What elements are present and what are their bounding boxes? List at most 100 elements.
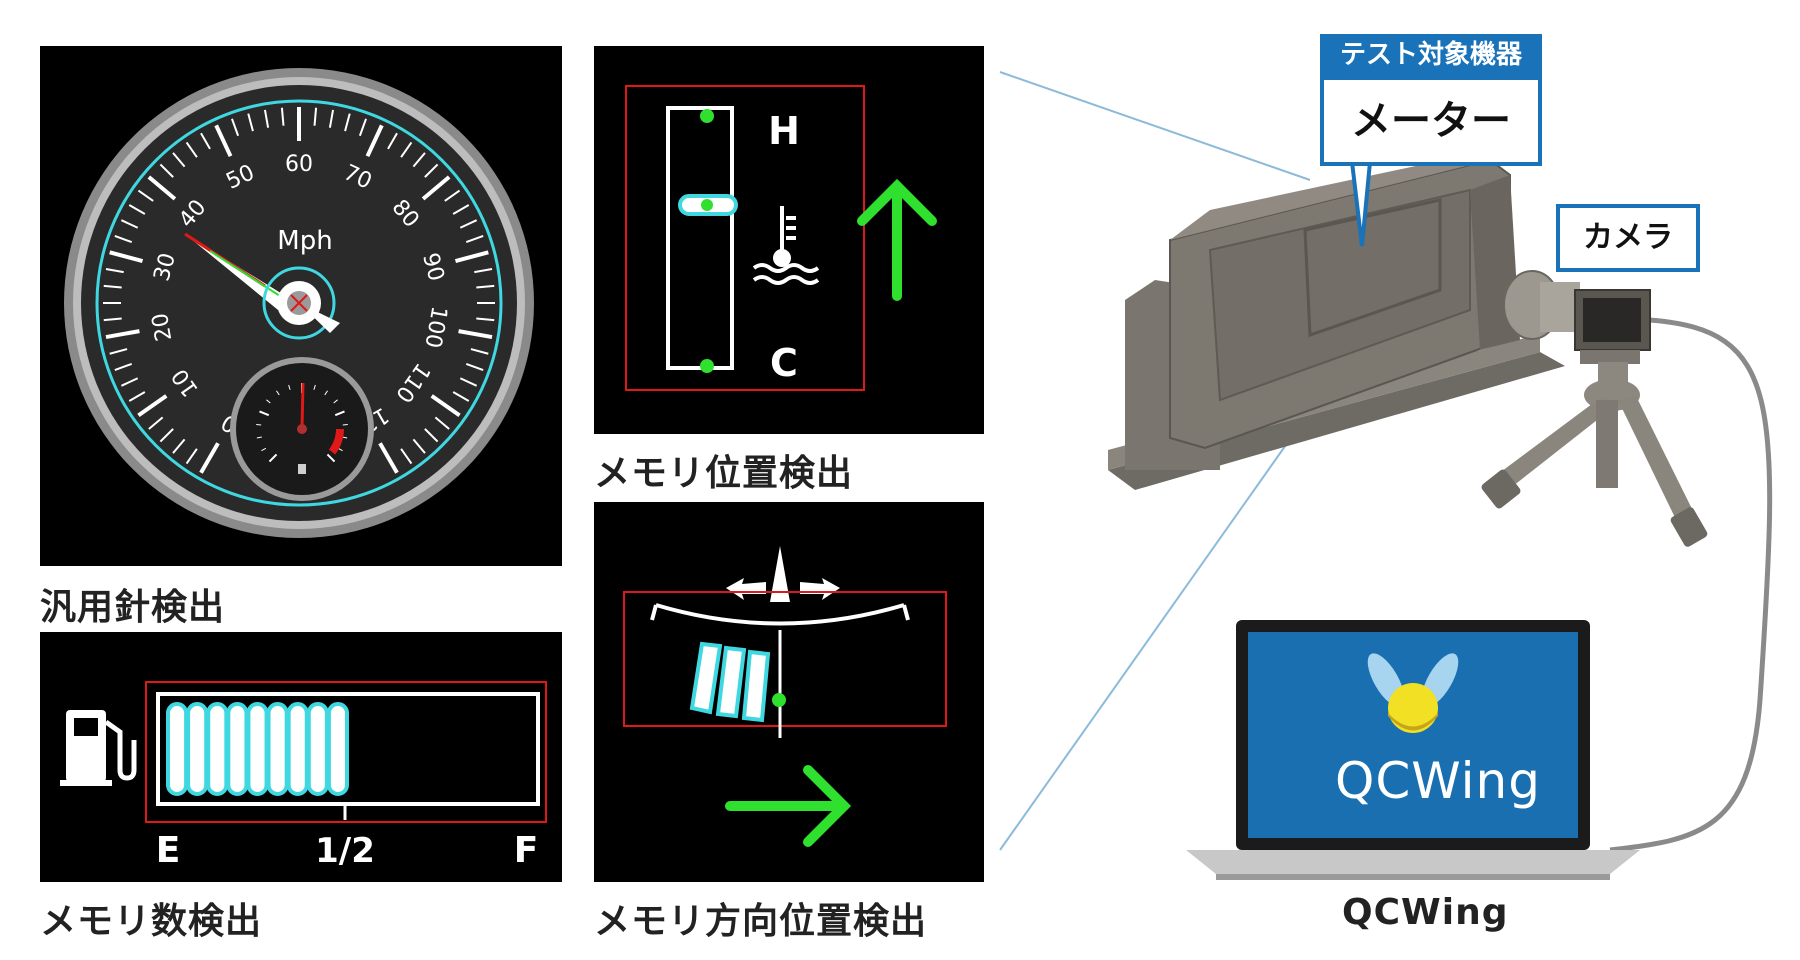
fuel-bar-frame xyxy=(156,692,540,806)
temperature-panel: H C xyxy=(594,46,984,434)
speedometer-tick-label: 60 xyxy=(285,152,313,177)
speedometer-tick xyxy=(148,416,164,430)
speedometer-tick xyxy=(387,132,398,150)
speedometer-tick xyxy=(358,118,367,137)
speedometer-tick xyxy=(185,141,198,158)
temperature-label-hot: H xyxy=(768,109,800,153)
fuel-segment xyxy=(326,702,349,796)
speedometer-tick xyxy=(476,284,495,289)
speedometer-tick xyxy=(185,448,198,465)
speedometer-tick xyxy=(474,267,493,274)
speedometer-tick xyxy=(159,428,174,443)
laptop-logo-text: QCWing xyxy=(1335,752,1541,810)
speedometer-tick xyxy=(147,175,177,201)
speedometer-tick xyxy=(199,442,220,474)
sub-gauge-tick xyxy=(326,453,336,463)
direction-caption: メモリ方向位置検出 xyxy=(594,901,928,942)
speedometer-tick xyxy=(365,124,384,158)
fuel-panel: E 1/2 F xyxy=(40,632,562,882)
direction-detection-box xyxy=(623,591,947,727)
speedometer-tick xyxy=(109,348,128,355)
sub-gauge-tick xyxy=(334,410,345,417)
speedometer-tick xyxy=(328,109,335,128)
laptop-caption: QCWing xyxy=(1342,892,1509,933)
sub-gauge-tick xyxy=(288,384,291,390)
fuel-caption: メモリ数検出 xyxy=(40,901,263,942)
speedometer-caption: 汎用針検出 xyxy=(40,587,226,628)
direction-pointer-icon xyxy=(726,546,840,602)
speedometer-tick xyxy=(114,235,133,244)
sub-gauge-tick xyxy=(313,384,316,390)
speedometer-tick xyxy=(247,113,254,132)
speedometer-tick xyxy=(231,118,240,137)
speedometer-tick xyxy=(459,377,478,387)
right-arrow-icon xyxy=(725,765,852,847)
speedometer-tick xyxy=(103,284,122,289)
speedometer-tick xyxy=(120,219,139,229)
sub-gauge-tick xyxy=(266,399,271,404)
speedometer-tick xyxy=(103,317,122,322)
meter-device xyxy=(1108,148,1565,490)
speedometer-tick xyxy=(128,204,146,215)
speedometer-tick xyxy=(159,163,174,178)
temperature-scale-frame xyxy=(666,106,734,370)
speedometer-tick xyxy=(452,391,470,402)
laptop-device xyxy=(1186,620,1640,880)
sub-gauge-tick xyxy=(268,453,278,463)
speedometer-tick xyxy=(476,317,495,322)
speedometer-tick xyxy=(454,250,489,264)
fuel-label-empty: E xyxy=(156,830,181,871)
sub-gauge-tick xyxy=(256,436,262,439)
direction-segments xyxy=(689,641,771,723)
sub-gauge-tick xyxy=(276,390,280,396)
speedometer-tick xyxy=(137,189,154,202)
speedometer-tick-label: 20 xyxy=(148,311,177,343)
sub-gauge-tick xyxy=(261,447,267,452)
direction-panel xyxy=(594,502,984,882)
speedometer-tick xyxy=(424,428,439,443)
target-device-name: メーター xyxy=(1320,76,1542,166)
speedometer-tick xyxy=(263,109,270,128)
fuel-segment xyxy=(246,702,269,796)
temperature-label-cold: C xyxy=(770,341,798,385)
fuel-detection-box xyxy=(145,681,547,823)
speedometer-gauge: 0102030405060708090100110120 Mph xyxy=(64,68,534,538)
qcwing-wings-icon xyxy=(1367,653,1459,733)
direction-arc xyxy=(655,603,905,626)
sub-gauge-tick xyxy=(333,399,338,404)
speedometer-tick xyxy=(109,250,144,264)
fuel-pump-icon xyxy=(60,710,137,786)
speedometer-tick xyxy=(465,235,484,244)
sub-gauge-tick xyxy=(259,410,270,417)
speedometer-panel: 0102030405060708090100110120 Mph xyxy=(40,46,562,566)
up-arrow-icon xyxy=(857,178,937,301)
speedometer-tick xyxy=(378,442,399,474)
fuel-segment xyxy=(266,702,289,796)
speedometer-unit: Mph xyxy=(277,226,332,256)
speedometer-tick xyxy=(412,438,426,454)
speedometer-tick xyxy=(120,377,139,387)
fuel-label-full: F xyxy=(514,830,539,871)
speedometer-tick xyxy=(444,189,461,202)
speedometer-tick xyxy=(452,204,470,215)
speedometer-tick xyxy=(114,362,133,371)
speedometer-tick xyxy=(465,362,484,371)
speedometer-tick xyxy=(214,124,233,158)
temperature-detection-box xyxy=(625,85,865,391)
fuel-label-half: 1/2 xyxy=(315,831,375,871)
speedometer-tick xyxy=(128,391,146,402)
speedometer-tick xyxy=(421,175,451,201)
camera-device xyxy=(1481,270,1708,547)
sub-gauge-tick xyxy=(324,390,328,396)
speedometer-tick xyxy=(105,329,140,340)
camera-label: カメラ xyxy=(1556,204,1700,272)
speedometer-needle xyxy=(185,234,305,323)
speedometer-tick xyxy=(470,348,489,355)
speedometer-tick xyxy=(424,163,439,178)
speedometer-tick xyxy=(412,152,426,168)
speedometer-tick xyxy=(459,219,478,229)
sub-gauge xyxy=(230,357,374,501)
speedometer-tick xyxy=(400,448,413,465)
speedometer-tick xyxy=(172,152,186,168)
